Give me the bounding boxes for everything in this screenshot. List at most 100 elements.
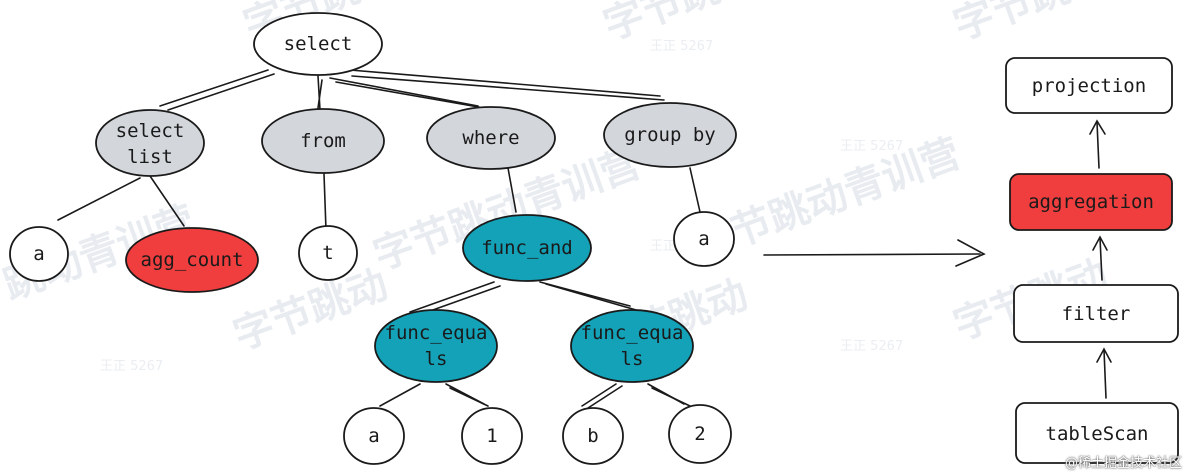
plan-tablescan-label: tableScan (1046, 423, 1149, 445)
node-where-shape (426, 106, 556, 170)
node-agg-count-shape (125, 227, 259, 293)
node-select-list-label-line1: select (116, 120, 185, 142)
tree-edges (57, 69, 701, 409)
node-where: where (426, 106, 556, 170)
plan-filter-label: filter (1062, 303, 1131, 325)
node-from-t: t (298, 225, 358, 281)
plan-tablescan-box (1015, 402, 1179, 464)
edge-select-from (317, 75, 321, 111)
node-func-equals-2-label-line2: ls (621, 348, 644, 370)
plan-projection-label: projection (1032, 75, 1146, 97)
edge-equals2-2 (651, 387, 691, 407)
edge-select-selectlist (167, 73, 275, 111)
node-select-list: select list (95, 109, 205, 177)
node-where-label: where (462, 127, 519, 149)
edge-funcand-equals2 (545, 283, 637, 311)
arrow-filter-aggregation (1099, 237, 1103, 281)
edge-equals2-b (587, 385, 623, 409)
node-func-equals-1-label-line1: func_equa (385, 322, 488, 344)
node-from: from (261, 108, 385, 174)
node-from-t-shape (298, 225, 358, 281)
watermark-mark: 王正 5267 (840, 139, 903, 154)
source-credit: @稀土掘金技术社区 (1064, 456, 1182, 471)
node-select: select (253, 12, 383, 76)
edge-groupby-a (689, 167, 701, 213)
plan-projection: projection (1005, 57, 1173, 114)
plan-arrows (1089, 119, 1112, 399)
edge-equals2-b (581, 383, 617, 407)
edge-equals1-a (379, 383, 421, 407)
arrow-filter-aggregation-head (1092, 235, 1108, 251)
edge-selectlist-a (57, 177, 141, 221)
node-select-label: select (284, 33, 353, 55)
node-group-by-shape (603, 102, 737, 168)
edge-selectlist-aggcount (149, 175, 185, 227)
node-select-shape (253, 12, 383, 76)
node-func-equals-2-label-line1: func_equa (581, 322, 684, 344)
transform-arrow-head (955, 239, 986, 267)
edge-select-where (335, 81, 485, 109)
node-eq1-left-label: a (368, 425, 379, 447)
node-eq1-right-label: 1 (486, 425, 497, 447)
node-from-shape (261, 108, 385, 174)
node-select-a-label: a (33, 243, 44, 265)
node-func-equals-2-shape (570, 309, 694, 383)
node-eq1-left: a (343, 407, 405, 465)
plan-filter-box (1013, 284, 1179, 343)
edge-equals1-1 (449, 387, 489, 407)
edge-from-t (323, 173, 327, 231)
plan-filter: filter (1013, 284, 1179, 343)
plan: projection aggregation filter tableScan (1005, 57, 1179, 464)
node-func-equals-1-shape (374, 309, 498, 383)
node-eq2-right-shape (668, 404, 732, 464)
plan-aggregation-label: aggregation (1028, 191, 1154, 213)
arrow-aggregation-projection (1096, 121, 1100, 169)
watermark: 字节跳动 字节跳动 字节跳动 跳动青训营 字节跳动青训营 字节跳动青训营 字节跳… (0, 0, 1114, 374)
edge-select-groupby (351, 75, 665, 101)
arrow-tablescan-filter (1103, 349, 1107, 399)
node-agg-count-label: agg_count (141, 249, 244, 271)
node-from-label: from (300, 130, 346, 152)
node-eq2-left-shape (562, 407, 624, 465)
watermark-mark: 字节跳动 (948, 0, 1114, 49)
node-group-a-shape (673, 211, 735, 267)
node-func-equals-2: func_equa ls (570, 309, 694, 383)
plan-tablescan: tableScan (1015, 402, 1179, 464)
watermark-mark: 王正 5267 (650, 39, 713, 54)
node-group-by-label: group by (624, 124, 716, 146)
arrow-aggregation-projection-head (1089, 119, 1106, 135)
node-select-a: a (9, 226, 69, 282)
edge-select-from (317, 79, 323, 109)
node-eq2-right: 2 (668, 404, 732, 464)
edge-where-funcand (507, 167, 517, 213)
watermark-mark: 王正 5267 (100, 359, 163, 374)
node-func-and-shape (462, 214, 592, 282)
node-eq1-right: 1 (461, 407, 523, 465)
node-eq2-left-label: b (587, 425, 598, 447)
node-func-equals-1: func_equa ls (374, 309, 498, 383)
node-eq2-right-label: 2 (694, 423, 705, 445)
transform-arrow-shaft (763, 253, 981, 256)
node-eq2-left: b (562, 407, 624, 465)
node-group-a: a (673, 211, 735, 267)
node-select-list-shape (95, 109, 205, 177)
edge-funcand-equals1 (409, 281, 495, 313)
arrow-tablescan-filter-head (1096, 347, 1112, 363)
plan-aggregation: aggregation (1009, 173, 1173, 231)
node-func-equals-1-label-line2: ls (425, 348, 448, 370)
node-select-a-shape (9, 226, 69, 282)
node-from-t-label: t (322, 242, 333, 264)
watermark-mark: 字节跳动 (228, 261, 394, 359)
node-group-a-label: a (698, 228, 709, 250)
watermark-mark: 王正 5267 (840, 339, 903, 354)
plan-aggregation-box (1009, 173, 1173, 231)
edge-select-selectlist (159, 69, 269, 107)
edge-select-groupby (349, 69, 661, 97)
node-agg-count: agg_count (125, 227, 259, 293)
node-group-by: group by (603, 102, 737, 168)
node-eq1-left-shape (343, 407, 405, 465)
transform-arrow (763, 239, 986, 267)
node-func-and: func_and (462, 214, 592, 282)
node-eq1-right-shape (461, 407, 523, 465)
